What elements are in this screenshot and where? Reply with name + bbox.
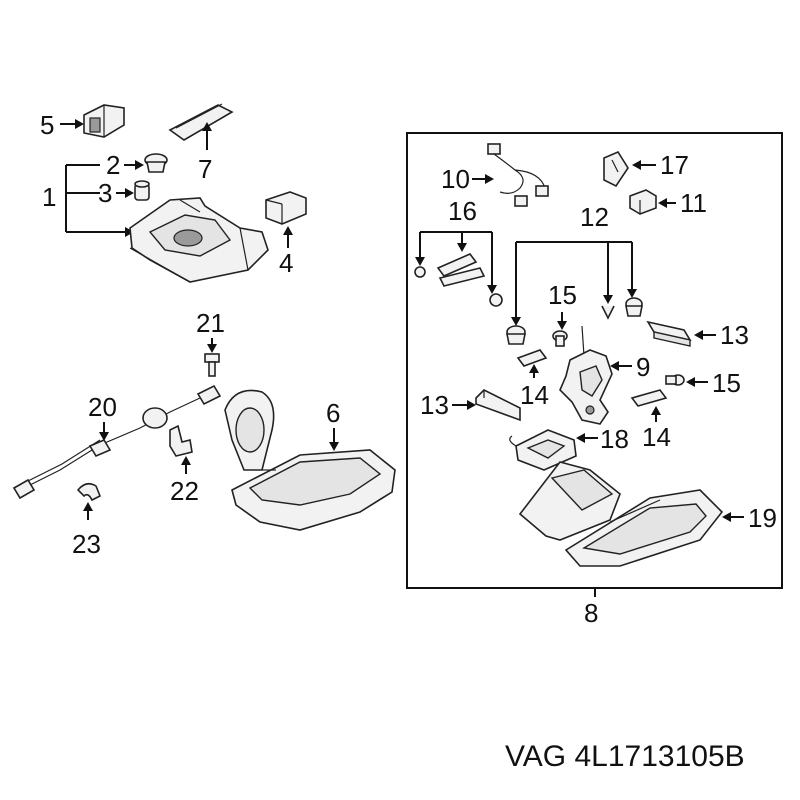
callout-2: 2: [106, 150, 120, 180]
callout-3: 3: [98, 178, 112, 208]
part-11-connector: [629, 189, 657, 215]
callout-19: 19: [748, 503, 777, 533]
callout-9: 9: [636, 352, 650, 382]
part-20-shift-cable: [12, 384, 222, 500]
callout-17: 17: [660, 150, 689, 180]
part-15-pin-right: [665, 374, 685, 386]
callout-6: 6: [326, 398, 340, 428]
part-9-shifter-mechanism: [559, 325, 613, 425]
part-2-cap: [144, 153, 168, 173]
callout-14-right: 14: [642, 422, 671, 452]
part-4-switch-block: [265, 191, 307, 225]
part-19-base-housing: [518, 461, 724, 567]
callout-12: 12: [580, 202, 609, 232]
part-1-console-trim: [129, 197, 269, 283]
part-10-wiring-harness: [487, 143, 549, 207]
part-18-indicator-plate: [509, 429, 577, 471]
callout-16: 16: [448, 196, 477, 226]
callout-23: 23: [72, 529, 101, 559]
part-12-bushings: [506, 297, 643, 345]
callout-20: 20: [88, 392, 117, 422]
callout-13-left: 13: [420, 390, 449, 420]
callout-11: 11: [680, 188, 707, 218]
callout-8: 8: [584, 598, 598, 628]
part-7-trim-strip: [168, 103, 234, 141]
callout-21: 21: [196, 308, 225, 338]
callout-13-right: 13: [720, 320, 749, 350]
part-23-clip-ring: [76, 482, 102, 502]
part-16-bracket: [414, 253, 503, 307]
part-number-text: 4L1713105B: [574, 740, 745, 773]
part-22-clip: [169, 424, 193, 457]
callout-4: 4: [279, 248, 293, 278]
part-21-bolt: [204, 353, 220, 377]
part-13-pad-right: [646, 320, 692, 347]
part-17-bracket: [603, 150, 629, 188]
part-5-switch: [83, 104, 125, 138]
part-15-pin-top: [552, 330, 568, 347]
part-6-shift-boot: [224, 389, 396, 531]
callout-10: 10: [441, 164, 470, 194]
part-14-pad-left: [516, 349, 548, 367]
callout-5: 5: [40, 110, 54, 140]
callout-7: 7: [198, 154, 212, 184]
callout-1: 1: [42, 182, 56, 212]
part-number-caption: VAG 4L1713105B: [505, 740, 745, 774]
part-3-plug: [134, 180, 150, 201]
callout-22: 22: [170, 476, 199, 506]
callout-15-right: 15: [712, 368, 741, 398]
callout-15-top: 15: [548, 280, 577, 310]
callout-18: 18: [600, 424, 629, 454]
part-13-pad-left: [475, 389, 521, 422]
brand-text: VAG: [505, 740, 567, 773]
part-14-pad-right: [630, 389, 668, 407]
callout-14-left: 14: [520, 380, 549, 410]
